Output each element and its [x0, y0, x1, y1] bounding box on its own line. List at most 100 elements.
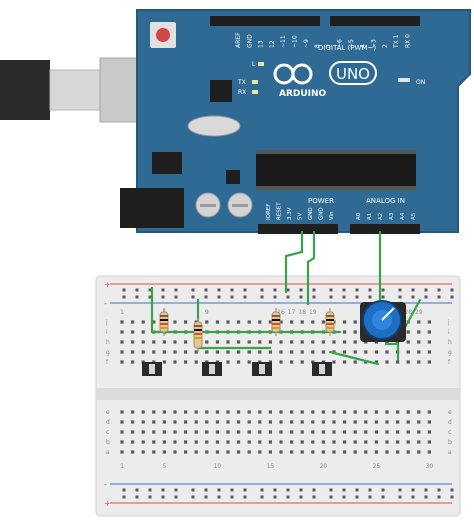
breadboard-hole — [290, 410, 294, 414]
breadboard-hole — [141, 330, 145, 334]
rail-hole — [161, 295, 165, 299]
breadboard-hole — [343, 360, 347, 364]
breadboard-hole — [226, 440, 230, 444]
breadboard-hole — [343, 430, 347, 434]
resistor-band — [326, 327, 334, 329]
rail-hole — [450, 288, 454, 292]
rail-hole — [299, 495, 303, 499]
breadboard-hole — [353, 410, 357, 414]
analog-pin-label: A1 — [367, 213, 373, 220]
rail-hole — [260, 495, 264, 499]
rail-hole — [299, 295, 303, 299]
digital-pin-label: 4 — [359, 44, 366, 48]
wire-pot-wiper[interactable] — [384, 342, 400, 362]
breadboard-hole — [237, 430, 241, 434]
wire-5v[interactable] — [284, 230, 304, 294]
breadboard-hole — [311, 430, 315, 434]
power-jack — [120, 188, 184, 228]
breadboard-hole — [427, 360, 431, 364]
rail-hole — [437, 288, 441, 292]
breadboard-hole — [279, 440, 283, 444]
breadboard-hole — [364, 420, 368, 424]
row-label-right: f — [448, 359, 451, 366]
resistors[interactable] — [159, 308, 335, 352]
breadboard-hole — [205, 350, 209, 354]
breadboard-hole — [247, 450, 251, 454]
breadboard-hole — [343, 330, 347, 334]
rail-hole — [174, 488, 178, 492]
breadboard-hole — [279, 430, 283, 434]
rail-hole — [450, 488, 454, 492]
breadboard-hole — [353, 320, 357, 324]
row-label-left: g — [106, 349, 110, 356]
breadboard-hole — [194, 450, 198, 454]
rail-hole — [437, 495, 441, 499]
breadboard-hole — [374, 350, 378, 354]
slide-switch-handle[interactable] — [259, 364, 265, 374]
row-label-right: i — [448, 329, 450, 336]
breadboard-hole — [290, 450, 294, 454]
column-number: 1 — [120, 463, 124, 470]
breadboard-hole — [268, 350, 272, 354]
rail-hole — [450, 295, 454, 299]
rail-hole — [411, 488, 415, 492]
breadboard-hole — [279, 410, 283, 414]
reset-button-cap[interactable] — [156, 28, 170, 42]
power-pin-label: IOREF — [266, 204, 272, 220]
atmega-chip — [256, 150, 416, 190]
breadboard-hole — [279, 360, 283, 364]
breadboard-hole — [131, 450, 135, 454]
slide-switch-handle[interactable] — [149, 364, 155, 374]
breadboard-hole — [131, 350, 135, 354]
breadboard-hole — [427, 450, 431, 454]
row-label-left: h — [106, 339, 110, 346]
breadboard-hole — [279, 340, 283, 344]
potentiometer[interactable] — [360, 300, 406, 342]
wire-gnd[interactable] — [306, 230, 316, 306]
breadboard-hole — [427, 440, 431, 444]
rail-hole — [204, 295, 208, 299]
power-pin-label: GND — [308, 207, 314, 220]
rail-hole — [381, 295, 385, 299]
wire-pot-left[interactable] — [328, 350, 380, 366]
rail-hole — [411, 495, 415, 499]
digital-pin-label: ~10 — [292, 35, 299, 48]
breadboard-hole — [427, 330, 431, 334]
breadboard-hole — [385, 450, 389, 454]
digital-pin-label: ~3 — [371, 39, 378, 48]
breadboard-hole — [374, 420, 378, 424]
row-label-right: d — [448, 419, 452, 426]
column-number: 10 — [214, 463, 222, 470]
column-number: 5 — [162, 463, 166, 470]
breadboard-hole — [152, 440, 156, 444]
breadboard-hole — [237, 360, 241, 364]
breadboard-hole — [300, 410, 304, 414]
power-pin-label: GND — [319, 207, 325, 220]
rail-hole — [329, 288, 333, 292]
breadboard-hole — [353, 450, 357, 454]
rail-hole — [217, 495, 221, 499]
breadboard-hole — [290, 320, 294, 324]
rail-hole — [122, 488, 126, 492]
digital-pin-label: 7 — [325, 44, 332, 48]
rail-hole — [355, 295, 359, 299]
column-number: 20 — [320, 463, 328, 470]
analog-header-label: ANALOG IN — [366, 197, 405, 205]
slide-switch-handle[interactable] — [319, 364, 325, 374]
digital-header-label: DIGITAL (PWM~) — [318, 44, 376, 52]
resistor-band — [194, 329, 202, 331]
breadboard-hole — [120, 330, 124, 334]
breadboard-hole — [321, 340, 325, 344]
power-pin-label: RESET — [277, 202, 283, 220]
slide-switches[interactable] — [142, 362, 332, 376]
breadboard-hole — [290, 420, 294, 424]
slide-switch-handle[interactable] — [209, 364, 215, 374]
breadboard-hole — [215, 320, 219, 324]
breadboard-hole — [215, 440, 219, 444]
breadboard-hole — [321, 450, 325, 454]
column-number: 18 — [298, 309, 306, 316]
breadboard-hole — [279, 450, 283, 454]
